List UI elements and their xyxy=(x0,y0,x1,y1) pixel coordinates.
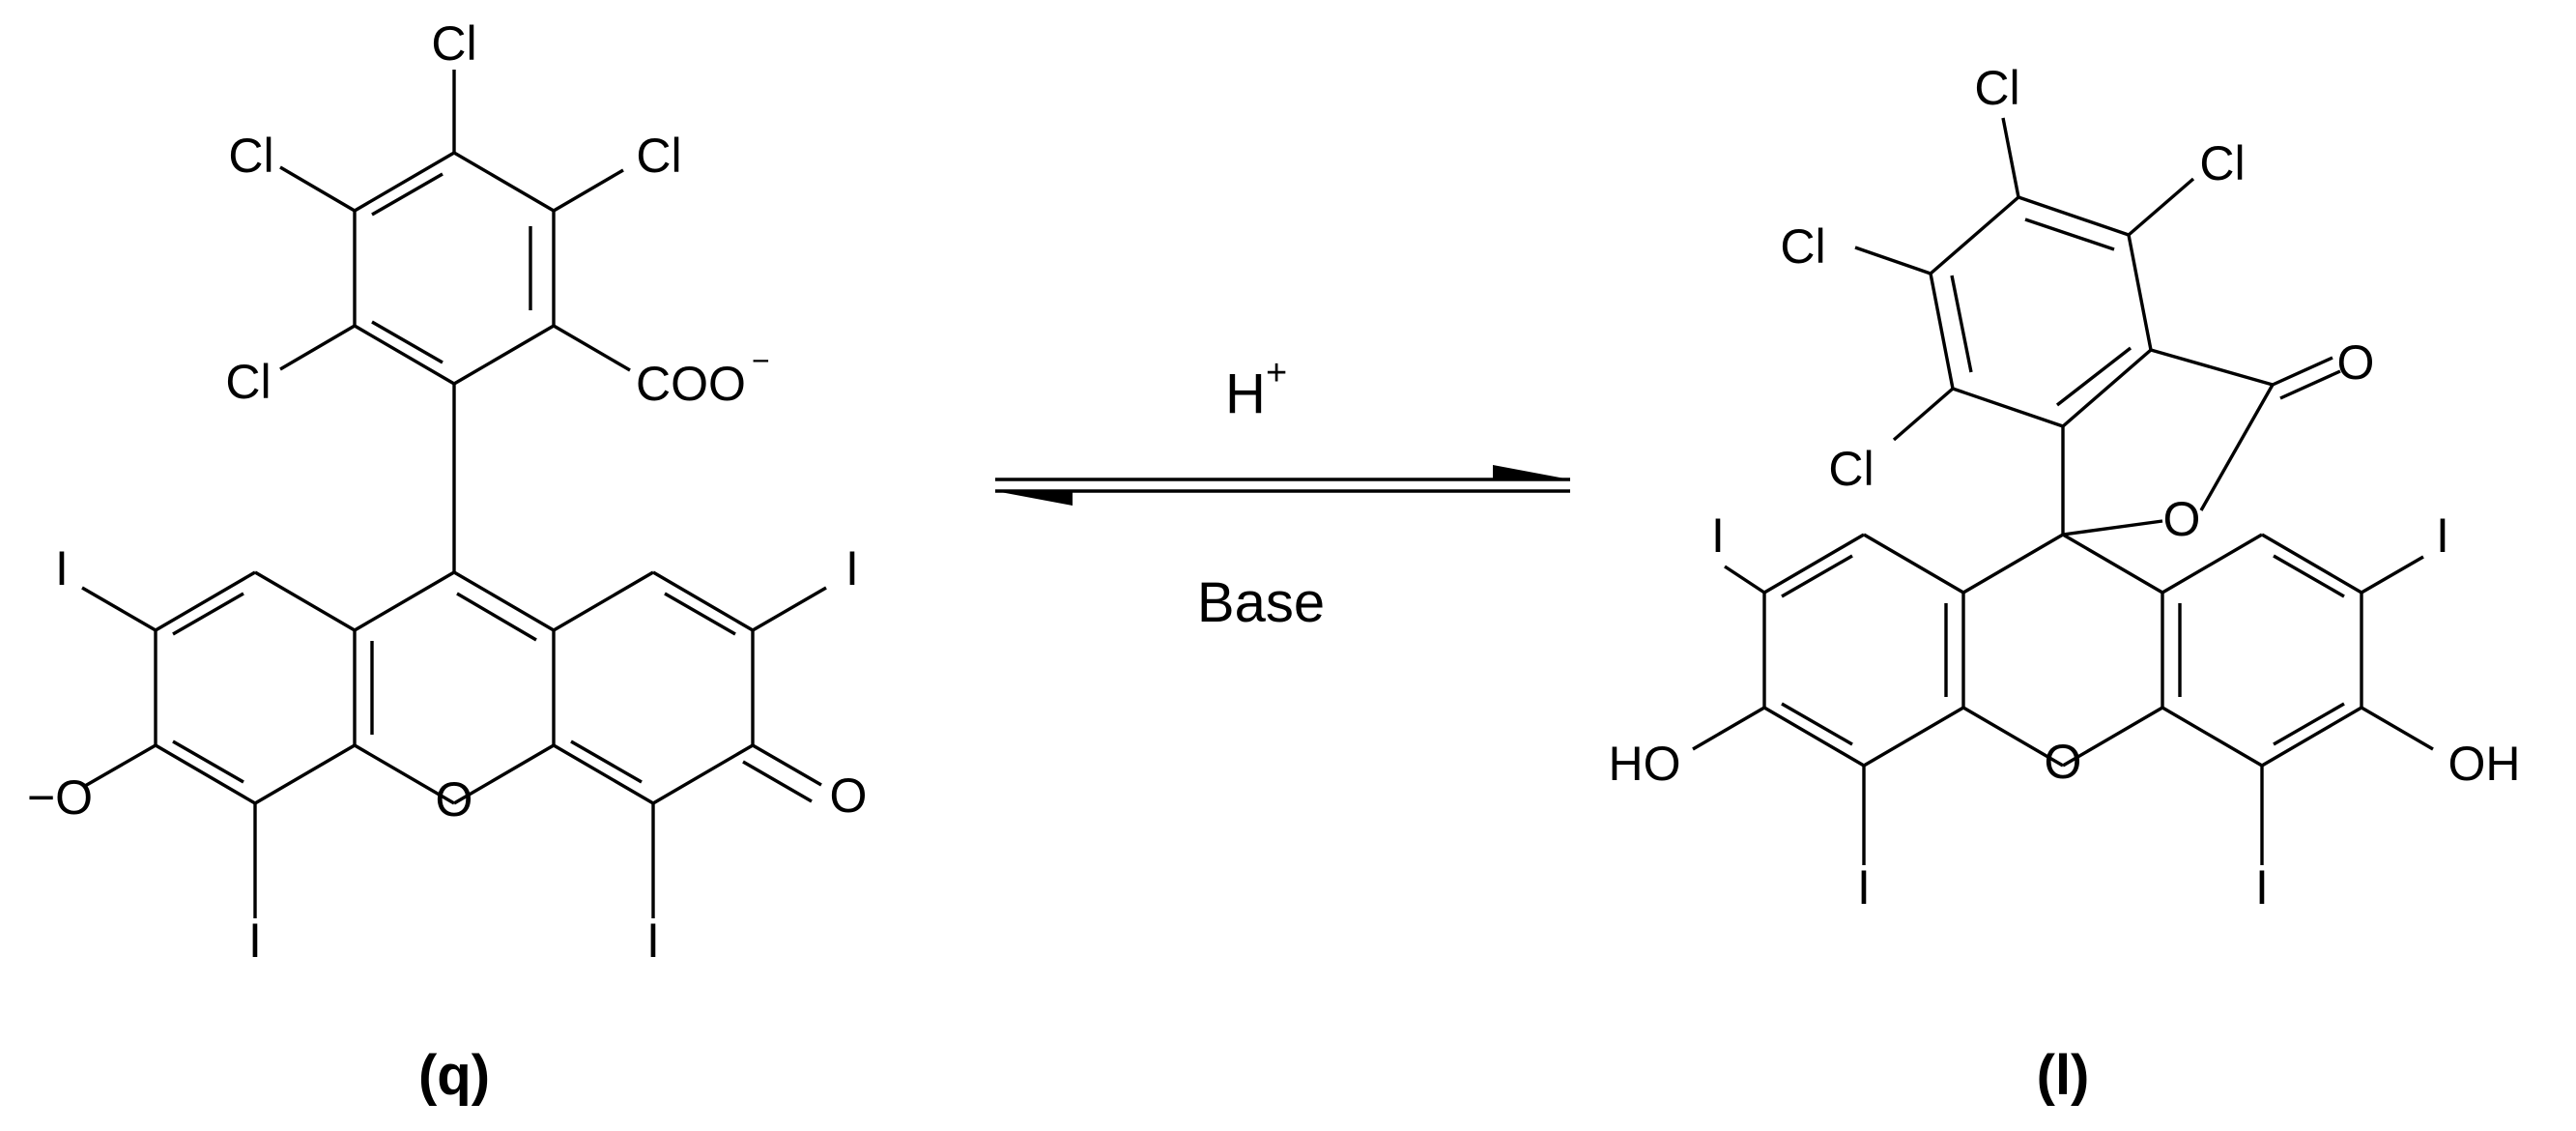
atom-label-cl: Cl xyxy=(2199,136,2245,190)
atom-label-cl: Cl xyxy=(225,355,271,409)
atom-label-ho: HO xyxy=(1609,737,1681,791)
atom-label-i: I xyxy=(1711,508,1725,563)
caption-lactone: (l) xyxy=(2037,1044,2090,1107)
atom-label-i: I xyxy=(1857,860,1871,914)
atom-label-coo: COO xyxy=(636,357,746,411)
atom-label-o-minus: −O xyxy=(27,770,93,825)
equilibrium-arrows: H + Base xyxy=(995,353,1570,634)
atom-label-cl: Cl xyxy=(431,16,476,71)
atom-label-i: I xyxy=(2255,860,2269,914)
charge-minus: − xyxy=(752,343,770,378)
atom-label-oh: OH xyxy=(2448,737,2521,791)
atom-label-cl: Cl xyxy=(1974,61,2019,115)
quinoid-structure: Cl Cl Cl Cl COO − I I O −O O I I xyxy=(27,16,868,968)
forward-condition-charge: + xyxy=(1266,353,1287,393)
reverse-condition-label: Base xyxy=(1197,571,1325,634)
forward-arrowhead xyxy=(1493,465,1570,479)
lactone-structure: Cl Cl Cl Cl O O I I O HO OH I I xyxy=(1609,61,2521,914)
quinoid-atom-labels: Cl Cl Cl Cl COO − I I O −O O I I xyxy=(27,16,868,968)
reverse-arrowhead xyxy=(995,491,1073,506)
atom-label-i: I xyxy=(646,914,660,968)
atom-label-i: I xyxy=(845,541,859,595)
atom-label-i: I xyxy=(55,541,69,595)
atom-label-o-bridge: O xyxy=(2045,735,2082,789)
forward-condition-label: H xyxy=(1225,362,1266,425)
atom-label-cl: Cl xyxy=(1828,442,1874,496)
atom-label-i: I xyxy=(248,914,262,968)
caption-quinoid: (q) xyxy=(418,1044,490,1107)
atom-label-i: I xyxy=(2436,508,2449,563)
atom-label-o-ring: O xyxy=(2163,492,2201,546)
atom-label-cl: Cl xyxy=(636,129,681,183)
atom-label-o-bridge: O xyxy=(436,772,473,826)
lactone-atom-labels: Cl Cl Cl Cl O O I I O HO OH I I xyxy=(1609,61,2521,914)
atom-label-o-carbonyl: O xyxy=(830,768,868,823)
atom-label-cl: Cl xyxy=(228,129,273,183)
arrow-shafts xyxy=(995,478,1570,493)
lactone-bonds xyxy=(1692,117,2434,865)
quinoid-bonds xyxy=(81,70,827,918)
atom-label-cl: Cl xyxy=(1780,219,1825,274)
atom-label-o-carbonyl: O xyxy=(2337,335,2375,390)
